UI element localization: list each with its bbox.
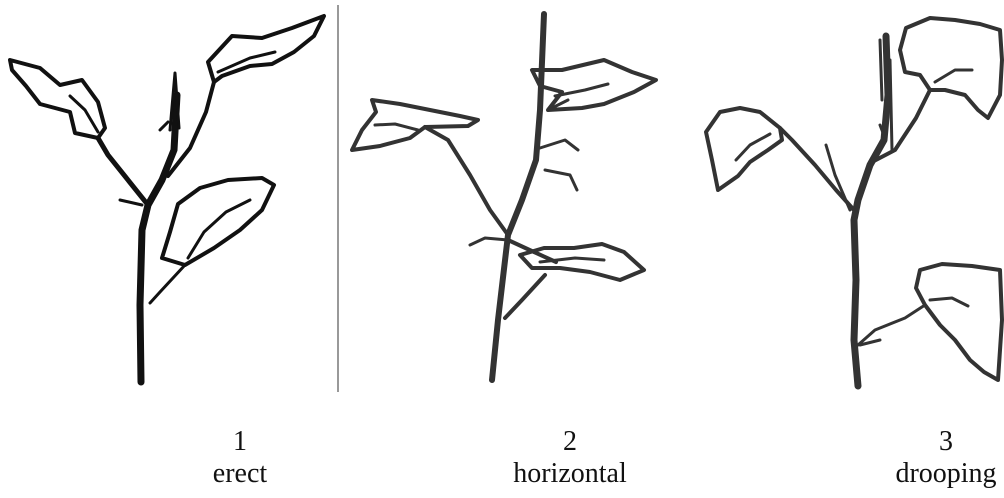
stem-main [850, 32, 892, 390]
panel-caption-drooping: 3 drooping [856, 426, 1004, 490]
leaf-upper [530, 58, 658, 112]
stem-branch-left [423, 125, 510, 237]
leaf-left [704, 106, 784, 192]
panel-caption-erect: 1 erect [150, 426, 330, 490]
stem-twig [468, 98, 580, 247]
leaf-upper-left-vein [68, 94, 100, 134]
leaf-lower-right-vein [928, 296, 970, 308]
plant-horizontal [350, 11, 658, 383]
leaf-left-vein [373, 122, 420, 132]
leaf-upper-vein [553, 82, 610, 98]
leaf-lower-vein [538, 256, 606, 264]
panel-label: drooping [895, 458, 997, 489]
leaf-lower-right [160, 176, 276, 267]
leaf-upper-left [8, 58, 107, 140]
stem-main [489, 11, 547, 383]
leaf-upper-right [898, 16, 1004, 120]
stem-twig [118, 120, 187, 305]
plant-drooping [704, 16, 1004, 390]
leaf-upper-right-vein [216, 50, 277, 74]
panel-caption-horizontal: 2 horizontal [480, 426, 660, 490]
panel-number: 2 [563, 426, 577, 457]
stem-branch-left [95, 135, 151, 208]
leaf-posture-sketches [8, 5, 1004, 392]
stem-shoot [878, 38, 894, 152]
stem-branch-left [778, 126, 856, 212]
leaf-lower [518, 242, 646, 282]
plant-erect [8, 14, 326, 386]
leaf-upper-right [206, 14, 326, 84]
stem-twig [824, 123, 927, 347]
stem-branch-right [870, 88, 932, 164]
panel-label: erect [212, 458, 268, 489]
panel-label: horizontal [513, 458, 627, 489]
leaf-upper-right-vein [933, 68, 974, 84]
panel-number: 3 [939, 426, 953, 457]
stem-branch-right [166, 80, 216, 178]
leaf-left-vein [734, 132, 772, 162]
leaf-lower-right-vein [186, 198, 252, 260]
panel-number: 1 [233, 426, 247, 457]
stem-main [136, 91, 181, 386]
leaf-left [350, 98, 480, 152]
stem-shoot [168, 71, 181, 132]
leaf-lower-right [914, 262, 1004, 382]
